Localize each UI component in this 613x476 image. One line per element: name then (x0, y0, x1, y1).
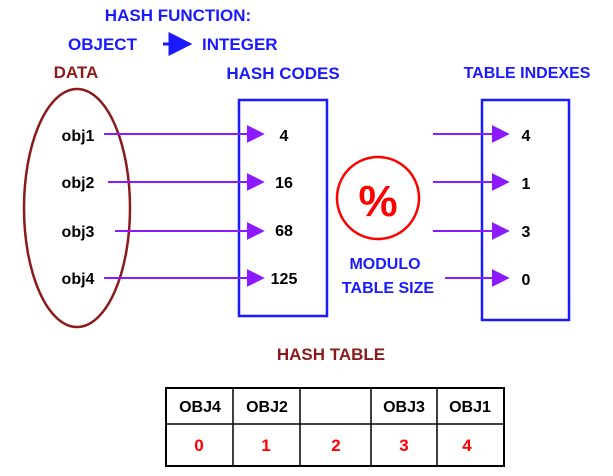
hash-code-value: 16 (275, 175, 293, 192)
modulo-label: MODULO (349, 256, 420, 273)
hash-table-index: 4 (462, 436, 472, 455)
modulo-circle (335, 155, 421, 241)
hash-table-border (165, 387, 505, 467)
table-indexes-box (480, 98, 571, 322)
mapping-from-label: OBJECT (68, 35, 138, 54)
diagram-title: HASH FUNCTION: (105, 6, 251, 25)
object-label: obj1 (62, 128, 95, 145)
hash-table-index: 0 (194, 436, 203, 455)
hash-table-cell: OBJ1 (449, 399, 491, 416)
hash-table-title: HASH TABLE (277, 345, 385, 364)
object-label: obj3 (62, 224, 95, 241)
table-indexes-label: TABLE INDEXES (464, 65, 591, 82)
table-index-value: 3 (522, 224, 531, 241)
hash-codes-box (237, 98, 329, 318)
hash-table-cell: OBJ2 (246, 399, 288, 416)
hash-table-index: 1 (261, 436, 270, 455)
mapping-to-label: INTEGER (202, 35, 278, 54)
hash-table-cell: OBJ3 (383, 399, 425, 416)
hash-table-index: 2 (331, 436, 340, 455)
hash-table-cell: OBJ4 (179, 399, 221, 416)
hash-table: OBJ4 OBJ2 OBJ3 OBJ1 0 1 2 3 4 (165, 387, 505, 467)
object-label: obj2 (62, 175, 95, 192)
table-size-label: TABLE SIZE (342, 280, 434, 297)
object-label: obj4 (62, 271, 95, 288)
hash-code-value: 4 (280, 128, 289, 145)
table-index-value: 1 (522, 176, 531, 193)
data-ellipse (22, 87, 132, 329)
table-index-value: 4 (522, 128, 531, 145)
hash-code-value: 125 (271, 271, 298, 288)
data-label: DATA (54, 63, 99, 82)
hash-codes-label: HASH CODES (226, 64, 339, 83)
table-index-value: 0 (522, 272, 531, 289)
hash-code-value: 68 (275, 223, 293, 240)
percent-symbol: % (358, 177, 397, 226)
hash-table-index: 3 (399, 436, 408, 455)
